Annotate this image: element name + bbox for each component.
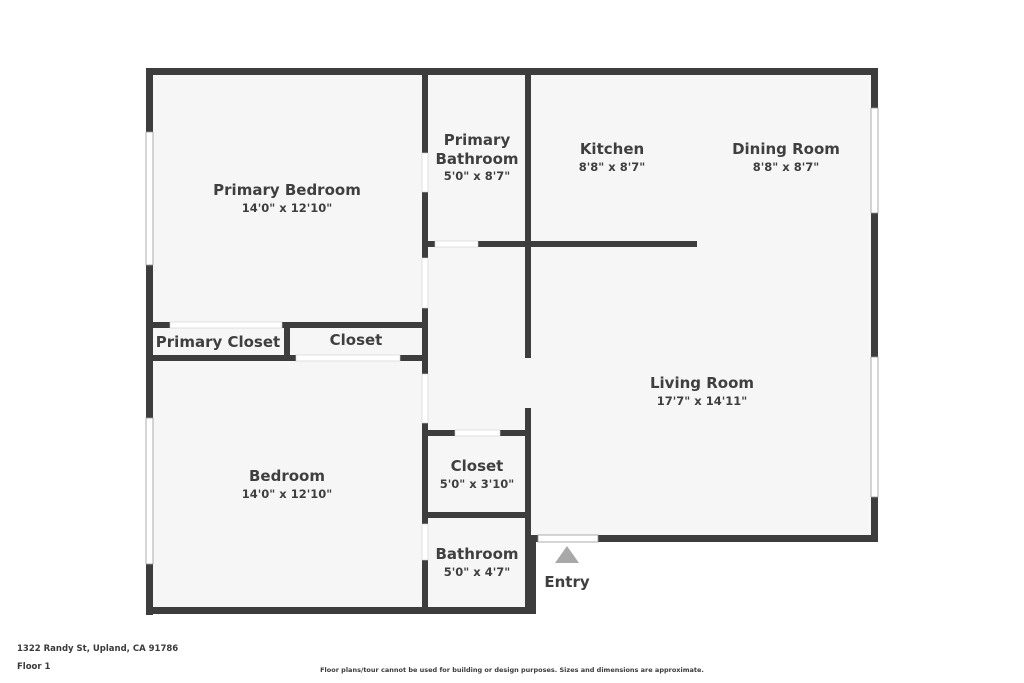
room-name-bedroom: Bedroom [249,467,325,485]
door-closet [454,429,501,437]
room-name-closet: Closet [451,457,504,475]
wall-kitchen-counter [428,241,697,247]
room-name-kitchen: Kitchen [580,140,644,158]
room-dims-primary-bedroom: 14'0" x 12'10" [242,201,332,215]
wall-entry-right-post [530,535,536,614]
wall-closet-right [525,408,531,614]
window-living-room [870,356,879,498]
room-name-primary-bathroom-line2: Bathroom [435,150,518,168]
room-name-bathroom: Bathroom [435,545,518,563]
window-dining-room [870,107,879,214]
window-primary-bedroom [145,131,154,266]
floor-area [150,72,877,612]
door-primary-bedroom [421,257,429,309]
room-dims-primary-bathroom: 5'0" x 8'7" [444,169,510,183]
door-bathroom [421,523,429,561]
door-bedroom [421,373,429,424]
entry-arrow-icon [555,546,579,563]
entry-label: Entry [544,573,589,591]
floor-label: Floor 1 [17,662,51,672]
wall-top [146,68,878,75]
door-primary-bath-bottom [434,240,479,248]
room-name-closet-small: Closet [330,331,383,349]
door-primary-bath-left [421,152,429,193]
room-labels: Primary Bedroom 14'0" x 12'10" Primary B… [156,131,840,591]
room-dims-bathroom: 5'0" x 4'7" [444,565,510,579]
room-dims-bedroom: 14'0" x 12'10" [242,487,332,501]
door-primary-closet [169,321,283,329]
wall-bottom-left [146,607,532,614]
address-text: 1322 Randy St, Upland, CA 91786 [17,644,179,654]
wall-bedroom-divider [422,68,428,614]
room-dims-kitchen: 8'8" x 8'7" [579,160,645,174]
wall-closets-divider [284,322,290,361]
openings [145,107,879,565]
room-name-dining-room: Dining Room [732,140,840,158]
wall-bottom-right [530,535,878,542]
window-bedroom [145,417,154,565]
wall-closet-bottom [428,512,531,518]
room-name-primary-closet: Primary Closet [156,333,280,351]
room-dims-living-room: 17'7" x 14'11" [657,394,747,408]
door-entry [537,534,599,543]
room-name-primary-bedroom: Primary Bedroom [213,181,361,199]
wall-left [146,68,153,615]
disclaimer-text: Floor plans/tour cannot be used for buil… [320,666,704,674]
room-name-living-room: Living Room [650,374,754,392]
wall-right [871,68,878,542]
room-dims-dining-room: 8'8" x 8'7" [753,160,819,174]
room-name-primary-bathroom-line1: Primary [444,131,511,149]
room-dims-closet: 5'0" x 3'10" [440,477,514,491]
walls [146,68,878,615]
door-closet-small [295,354,401,362]
wall-bath-kitchen [525,68,531,358]
